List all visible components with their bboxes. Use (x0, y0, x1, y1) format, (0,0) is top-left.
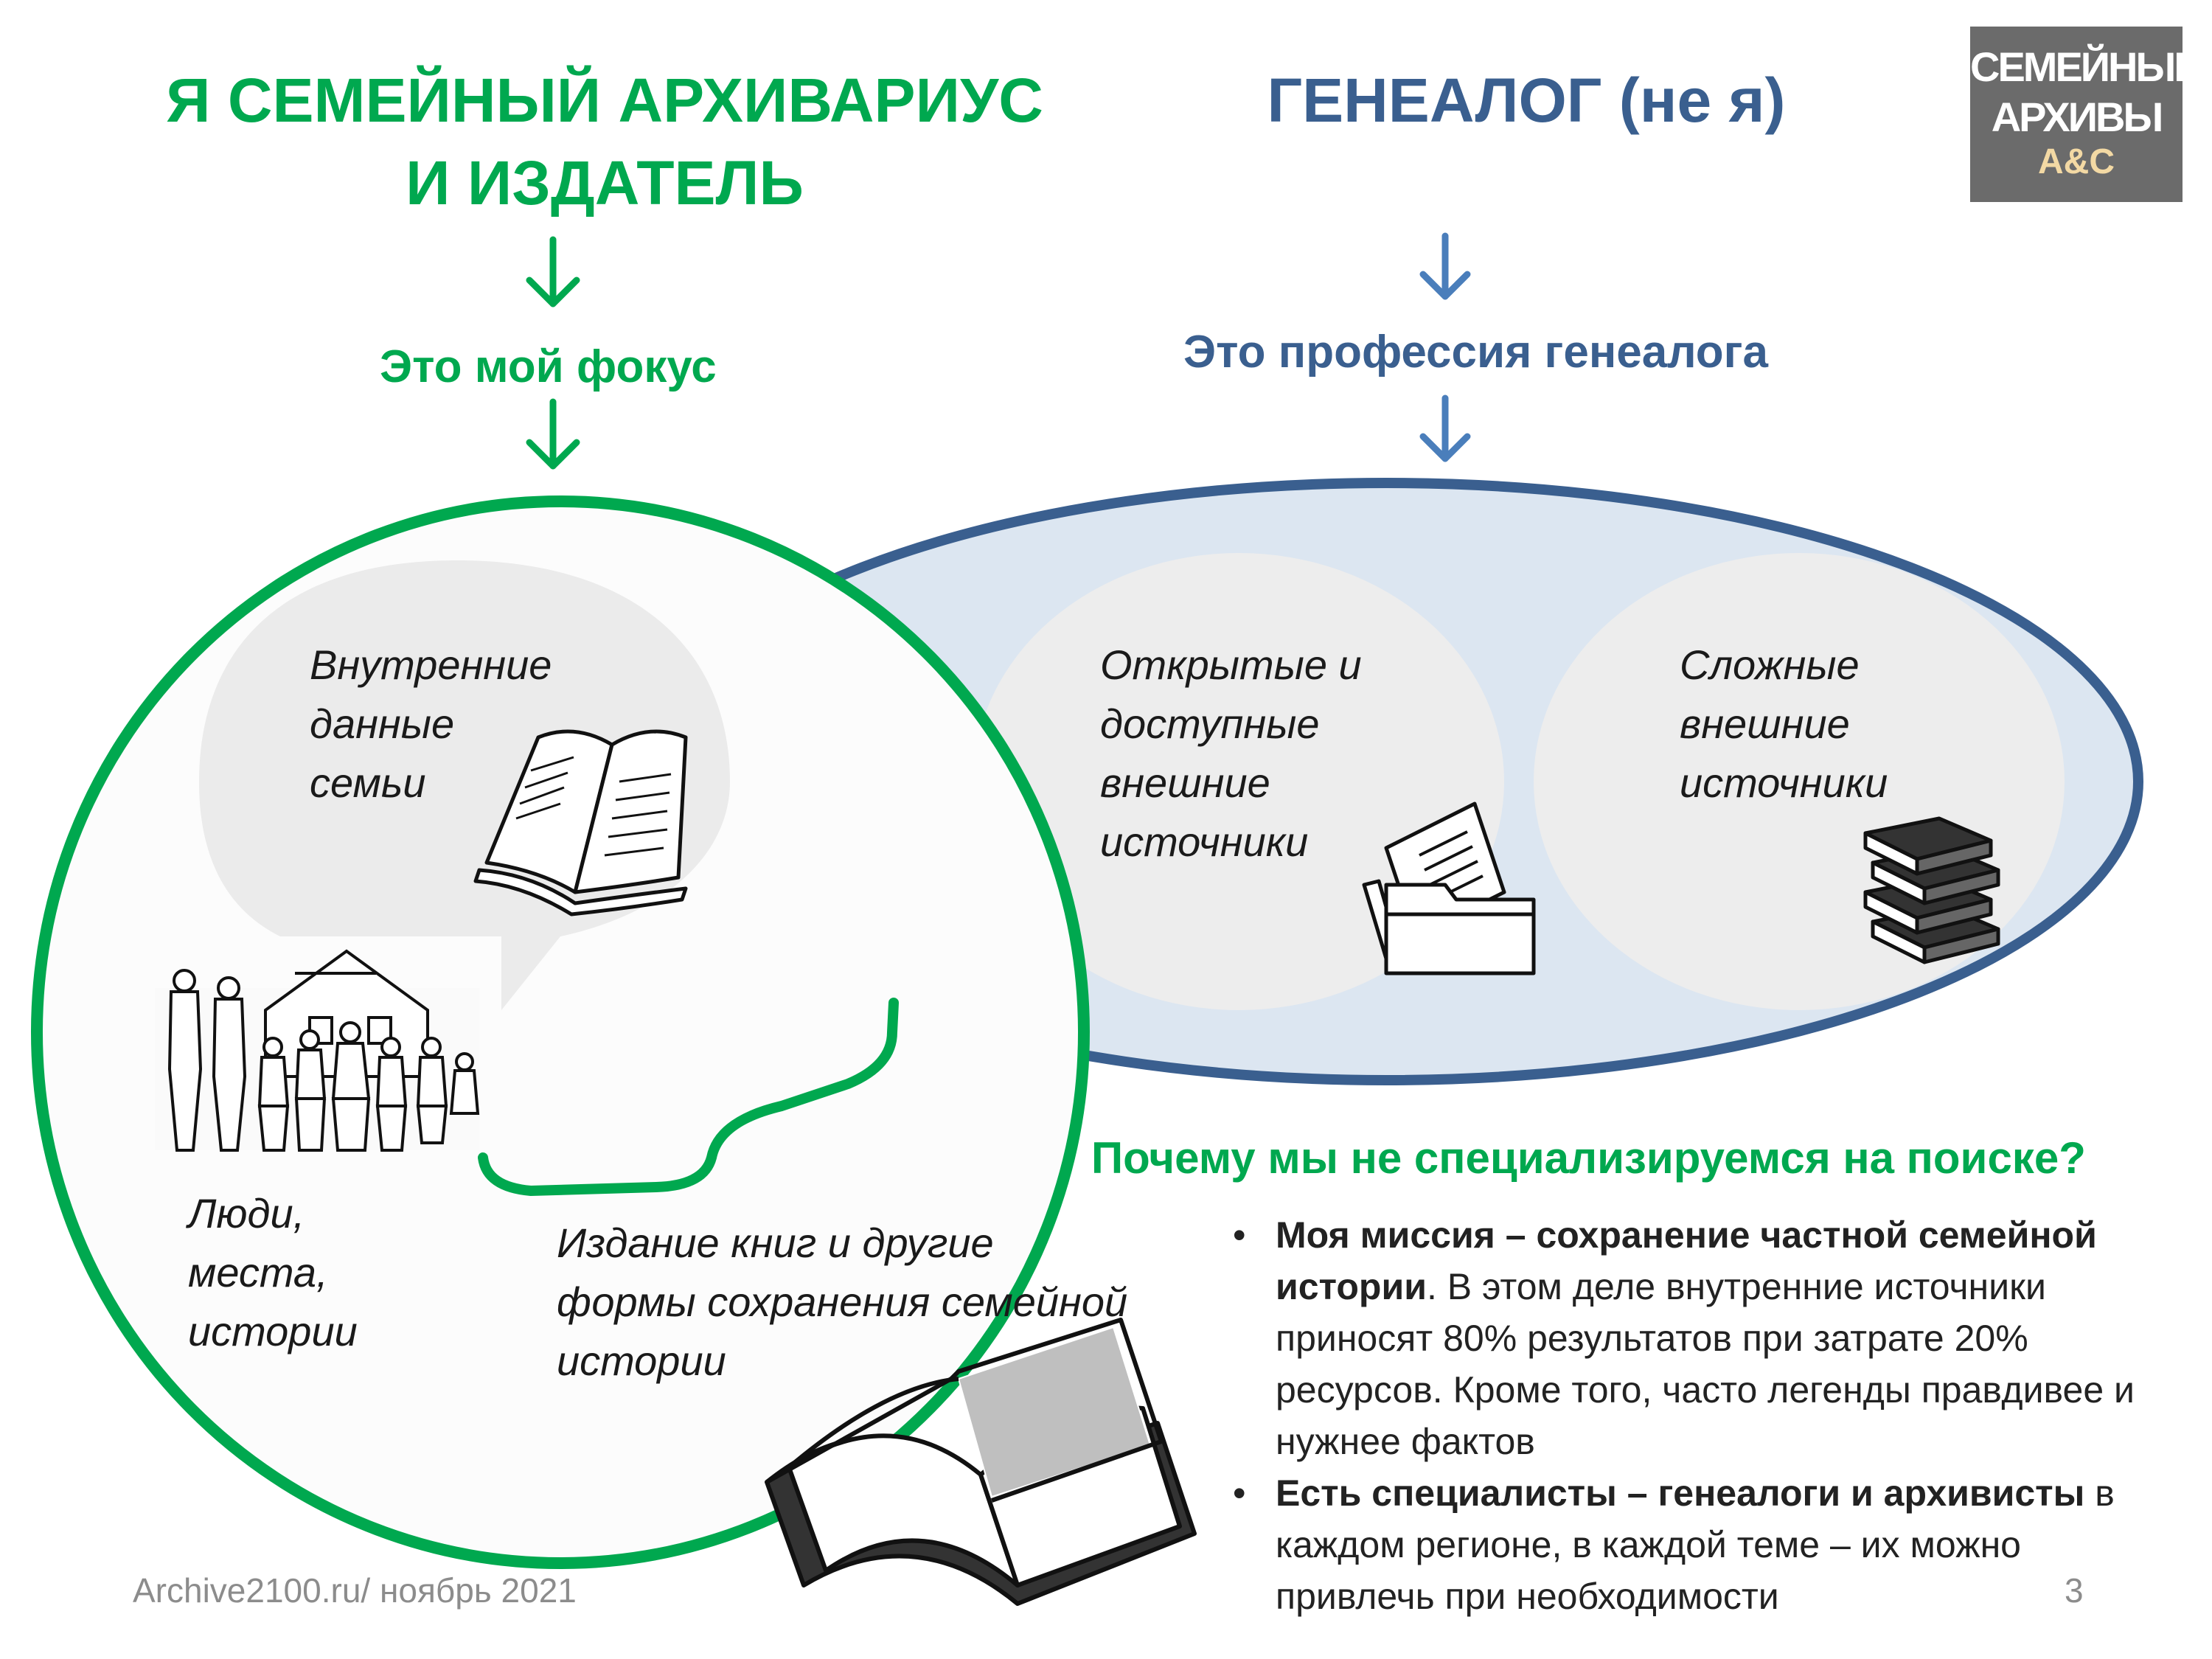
arrow-down-icon (526, 236, 580, 307)
curly-brace (478, 998, 899, 1197)
bullet-1-text: . В этом деле внутренние источники прино… (1276, 1266, 2135, 1462)
open-line-1: Открытые и (1100, 641, 1362, 688)
open-line-2: доступные (1100, 700, 1320, 747)
question-heading: Почему мы не специализируемся на поиске? (1091, 1133, 2086, 1183)
old-book-icon (473, 729, 688, 917)
open-line-4: источники (1100, 818, 1309, 865)
bullet-1-bold: Моя миссия – сохранение частной семейной… (1276, 1214, 2097, 1307)
internal-data-bubble (199, 560, 730, 1010)
publish-line-1: Издание книг и другие (557, 1220, 994, 1266)
left-focus-label: Это мой фокус (380, 341, 717, 392)
logo-line-3: А&С (2038, 142, 2115, 181)
internal-line-2: данные (310, 700, 455, 747)
complex-line-3: источники (1680, 759, 1888, 806)
right-focus-label: Это профессия генеалога (1183, 327, 1768, 378)
people-line-1: Люди, (188, 1190, 305, 1237)
publish-line-2: формы сохранения семейной (557, 1279, 1128, 1325)
open-line-3: внешние (1100, 759, 1270, 806)
left-title-line-2: И ИЗДАТЕЛЬ (406, 148, 804, 218)
bullet-2-bold: Есть специалисты – генеалоги и архивисты (1276, 1472, 2085, 1514)
complex-line-2: внешние (1680, 700, 1850, 747)
book-stack-icon (1863, 816, 2000, 964)
publish-line-3: истории (557, 1338, 726, 1384)
internal-line-1: Внутренние (310, 641, 552, 688)
bullet-list: • Моя миссия – сохранение частной семейн… (1224, 1209, 2183, 1622)
arrow-down-icon (1419, 394, 1471, 462)
family-photo-icon (155, 949, 480, 1152)
bullet-item-1: • Моя миссия – сохранение частной семейн… (1224, 1209, 2183, 1467)
people-line-3: истории (188, 1308, 358, 1354)
publishing-label: Издание книг и другие формы сохранения с… (557, 1214, 1127, 1391)
bullet-2-text: в каждом регионе, в каждой теме – их мож… (1276, 1472, 2115, 1617)
logo-line-2: АРХИВЫ (1991, 94, 2164, 140)
complex-sources-label: Сложные внешние источники (1680, 636, 1888, 813)
footer-text: Archive2100.ru/ ноябрь 2021 (133, 1571, 577, 1610)
page-number: 3 (2065, 1571, 2084, 1610)
folder-documents-icon (1362, 801, 1536, 975)
open-sources-label: Открытые и доступные внешние источники (1100, 636, 1362, 872)
internal-line-3: семьи (310, 759, 426, 806)
logo: СЕМЕЙНЫЕ АРХИВЫ А&С (1970, 27, 2202, 202)
bullet-dot: • (1233, 1472, 1246, 1514)
right-title: ГЕНЕАЛОГ (не я) (1267, 66, 1786, 135)
left-title-line-1: Я СЕМЕЙНЫЙ АРХИВАРИУС (166, 66, 1043, 135)
complex-line-1: Сложные (1680, 641, 1860, 688)
arrow-down-icon (1419, 232, 1471, 300)
arrow-down-icon (526, 398, 580, 470)
people-line-2: места, (188, 1249, 328, 1295)
people-label: Люди, места, истории (188, 1184, 358, 1361)
bullet-item-2: • Есть специалисты – генеалоги и архивис… (1224, 1467, 2183, 1622)
bullet-dot: • (1233, 1214, 1246, 1256)
open-book-icon (765, 1318, 1197, 1606)
left-title: Я СЕМЕЙНЫЙ АРХИВАРИУС И ИЗДАТЕЛЬ (111, 59, 1099, 224)
internal-data-label: Внутренние данные семьи (310, 636, 552, 813)
logo-line-1: СЕМЕЙНЫЕ (1970, 44, 2202, 90)
